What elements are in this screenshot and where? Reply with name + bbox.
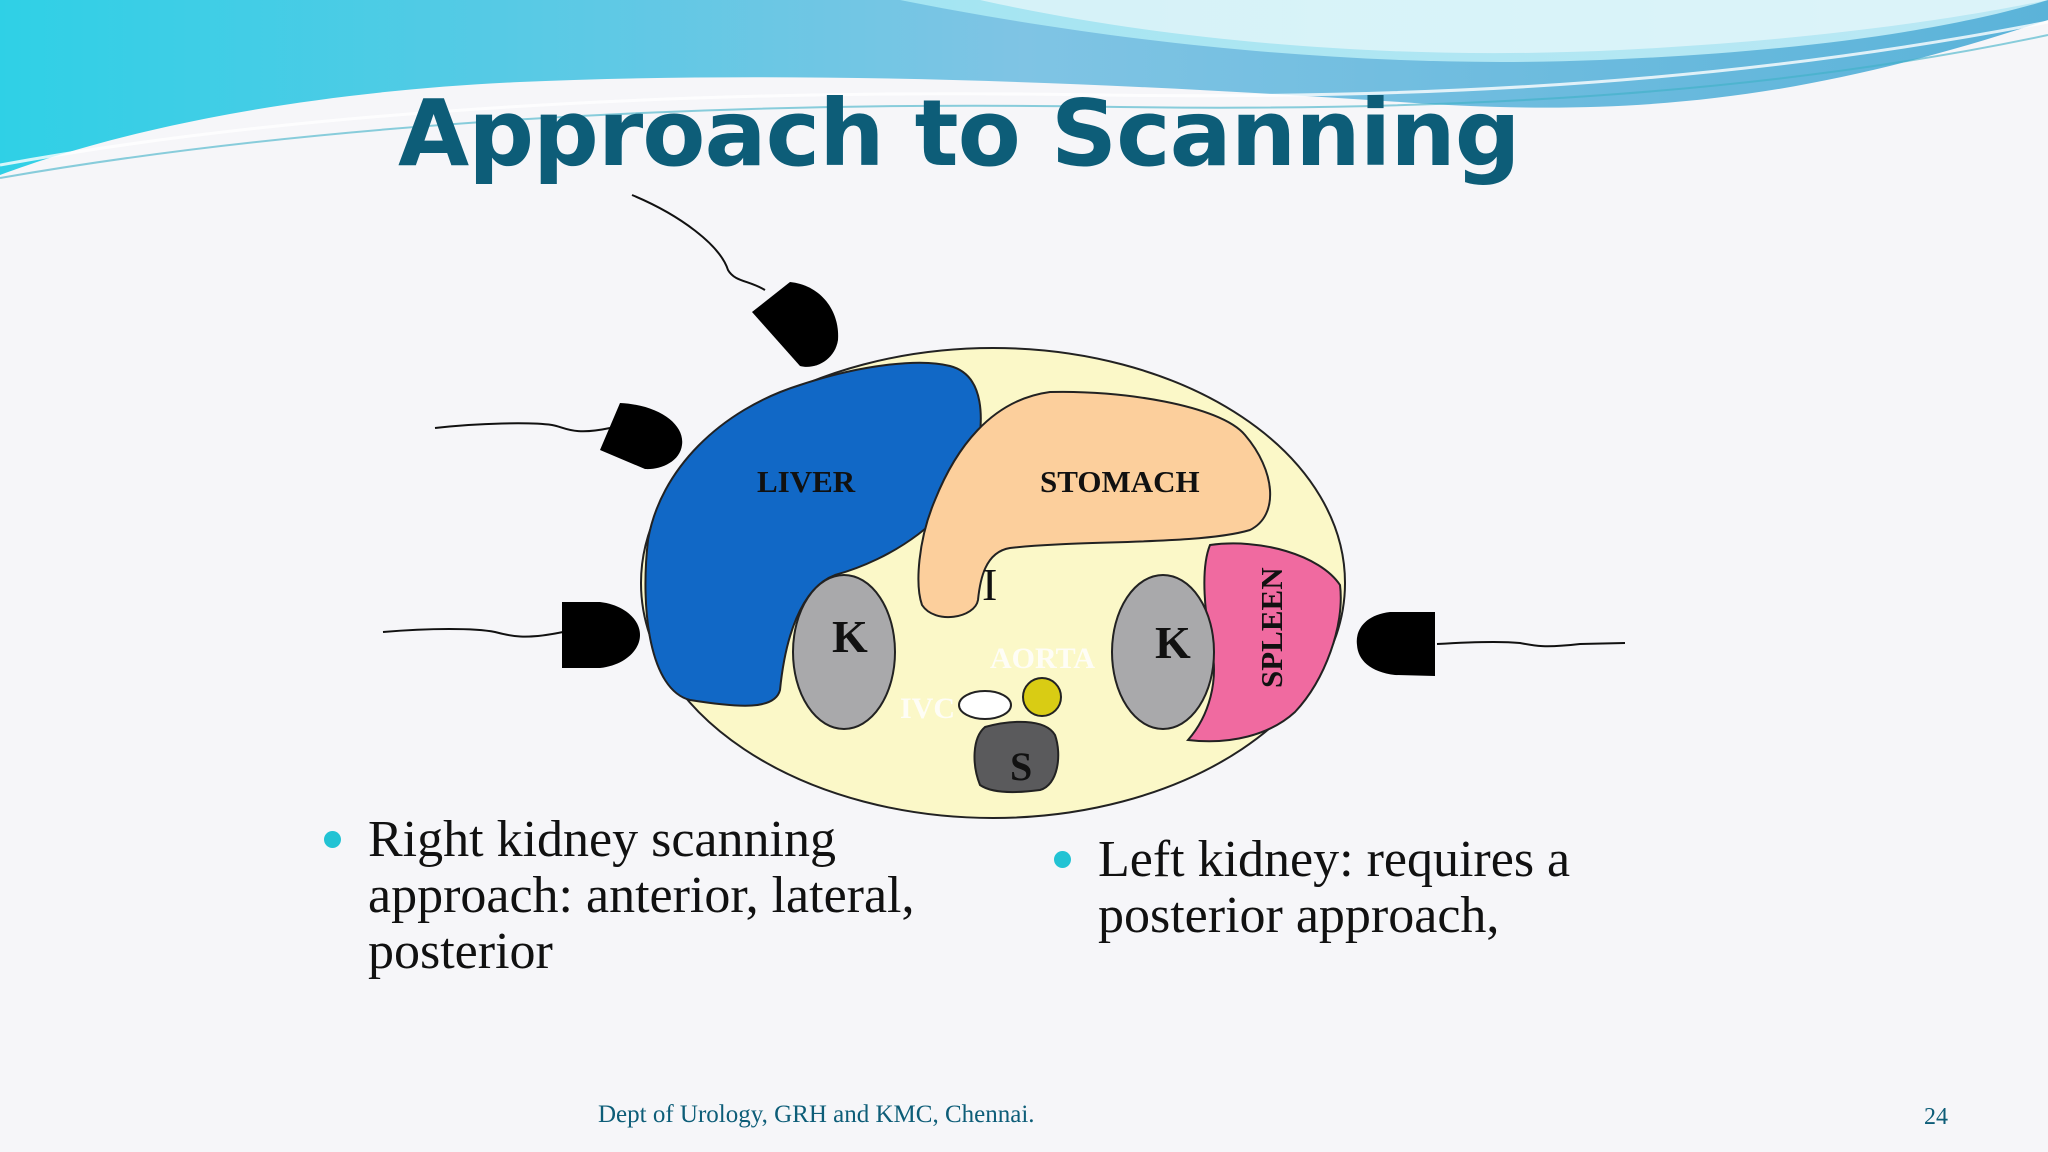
ivc-label: IVC — [900, 692, 955, 725]
bullet-text: Right kidney scanning approach: anterior… — [368, 811, 915, 980]
probe-posterior-left — [1356, 612, 1626, 676]
aorta-label: AORTA — [990, 642, 1095, 675]
probe-posterior-right — [382, 602, 640, 668]
header-wave — [0, 0, 2048, 179]
slide-footer: Dept of Urology, GRH and KMC, Chennai. — [598, 1101, 1035, 1128]
right-kidney — [792, 574, 896, 730]
left-kidney — [1111, 574, 1215, 730]
bullet-dot — [324, 831, 341, 848]
abdomen-cross-section: LIVER STOMACH SPLEEN K K AORTA IVC S I — [640, 347, 1346, 819]
liver-label: LIVER — [757, 464, 856, 499]
probe-lateral — [434, 403, 683, 470]
stomach-label: STOMACH — [1040, 464, 1200, 499]
spleen-label: SPLEEN — [1254, 567, 1289, 688]
right-kidney-label: K — [832, 611, 868, 662]
probe-anterior — [631, 194, 839, 367]
aorta-vessel — [1022, 677, 1062, 717]
bullet-dot — [1054, 851, 1071, 868]
bullet-right-kidney: Right kidney scanning approach: anterior… — [324, 812, 964, 980]
ivc-vessel — [958, 690, 1012, 720]
slide-title: Approach to Scanning — [398, 80, 1521, 187]
mark-label: I — [982, 559, 997, 610]
page-number: 24 — [1924, 1104, 1948, 1130]
bullet-text: Left kidney: requires a posterior approa… — [1098, 831, 1571, 944]
left-kidney-label: K — [1155, 617, 1191, 668]
spine-label: S — [1010, 744, 1032, 789]
stomach-shape — [917, 390, 1271, 619]
bullet-left-kidney: Left kidney: requires a posterior approa… — [1054, 832, 1674, 944]
spine-shape — [973, 720, 1060, 794]
